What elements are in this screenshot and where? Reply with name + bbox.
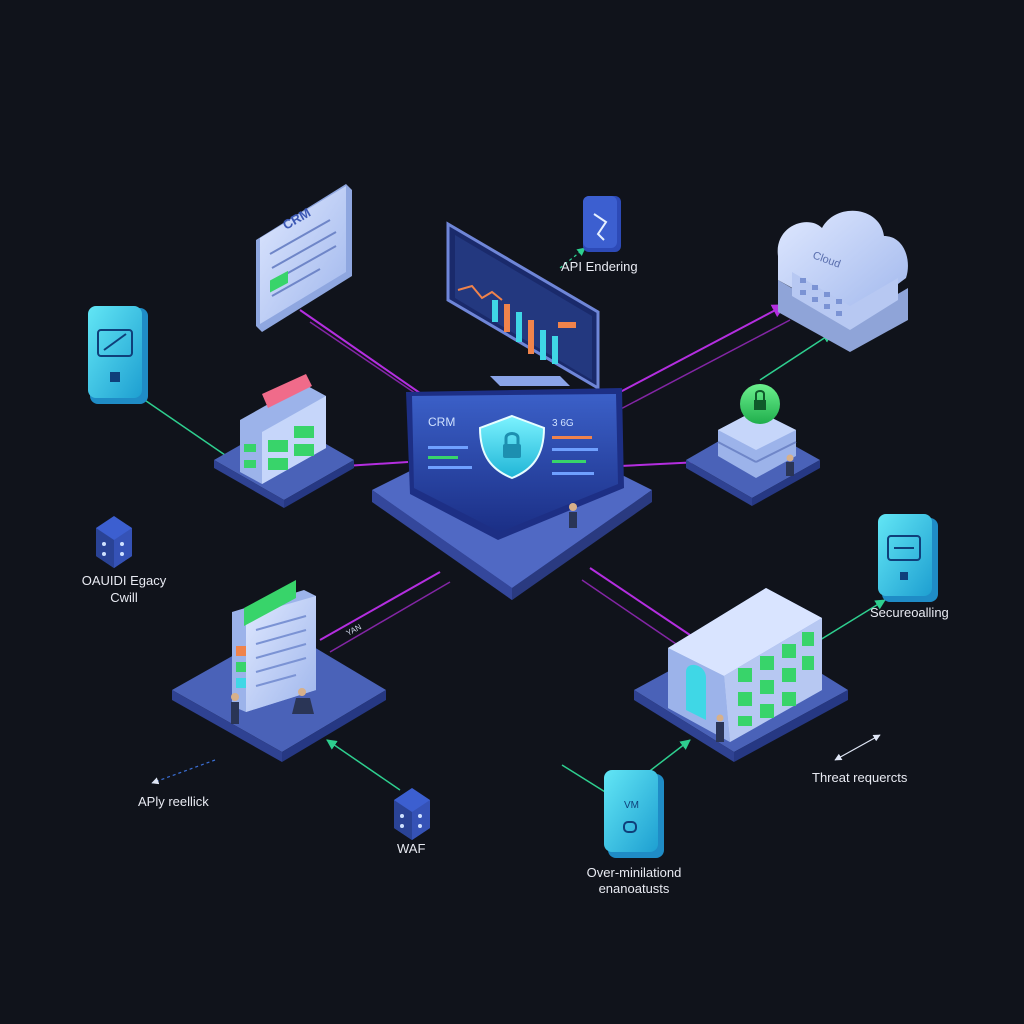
link-cloud-2 — [614, 319, 791, 413]
left-server-node — [214, 270, 354, 508]
link-left-server — [344, 461, 409, 467]
link-warehouse-2 — [581, 579, 683, 649]
gateway-icon — [583, 196, 621, 252]
person-figure — [786, 454, 794, 476]
right-terminal-tile — [878, 514, 938, 602]
link-green-node — [759, 332, 833, 381]
label-apiy-reellick: APly reellick — [138, 794, 209, 809]
label-over-minimal-line1: Over-minilationd — [586, 865, 682, 880]
dashboard-trend-line — [457, 284, 503, 301]
label-oauth-legacy-line2: Cwill — [110, 590, 138, 605]
cloud-node: Cloud — [777, 210, 908, 352]
person-figure — [716, 714, 724, 742]
link-cloud — [604, 304, 787, 401]
crm-card-node: CRM — [256, 184, 352, 332]
central-screen: CRM 3 6G — [406, 388, 624, 540]
central-screen-code: 3 6G — [552, 418, 574, 429]
right-database-node — [686, 384, 820, 506]
link-warehouse — [589, 567, 691, 636]
person-figure — [292, 688, 314, 714]
label-oauth-legacy-line1: OAUIDI Egacy — [81, 573, 167, 588]
link-crm-card — [299, 309, 431, 401]
link-apiy-arrow — [151, 759, 216, 785]
person-figure — [569, 503, 577, 528]
security-shield-icon — [478, 414, 546, 480]
waf-cube-icon — [394, 788, 430, 840]
connector-lines: YAN — [132, 247, 886, 796]
dashboard-bar-chart — [492, 300, 558, 364]
link-right-tile — [819, 599, 886, 641]
legacy-cube-icon — [96, 516, 132, 568]
label-waf: WAF — [397, 841, 426, 856]
label-secure-billing: Secureoalling — [870, 605, 949, 620]
link-vm — [561, 764, 611, 796]
vm-tile: VM — [604, 770, 664, 858]
label-over-minimal-line2: enanoatusts — [598, 881, 670, 896]
warehouse-node — [634, 588, 848, 762]
threat-arrow — [834, 734, 881, 761]
link-doc-platform-2 — [329, 581, 451, 653]
label-threat-requests: Threat requercts — [812, 770, 908, 785]
central-platform: CRM 3 6G — [372, 221, 652, 600]
link-api-arrow — [559, 247, 586, 269]
link-waf — [326, 739, 401, 791]
left-terminal-tile — [88, 306, 148, 404]
link-left-tile — [132, 391, 226, 456]
vm-tile-title: VM — [624, 800, 639, 811]
link-doc-platform — [319, 571, 441, 641]
document-node — [172, 580, 386, 762]
person-figure — [231, 693, 239, 724]
central-screen-label: CRM — [428, 415, 455, 429]
dashboard-monitor — [446, 221, 600, 391]
label-api-endering: API Endering — [561, 259, 638, 274]
